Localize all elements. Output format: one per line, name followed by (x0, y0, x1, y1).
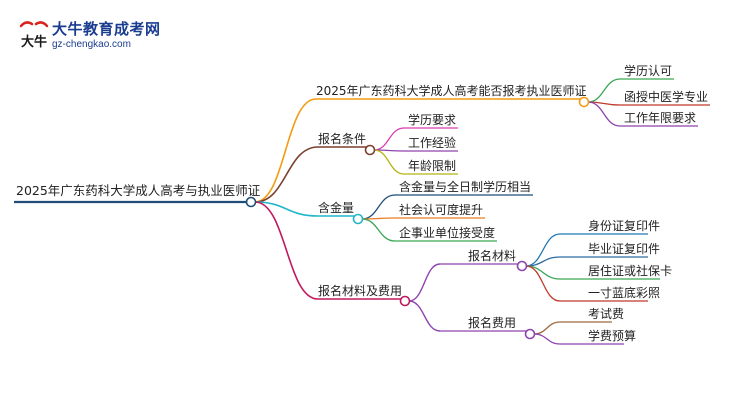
link-root-to-b1 (254, 98, 317, 203)
logo-url: gz-chengkao.com (52, 39, 131, 50)
link-b4-sub-1-leaf-0 (533, 321, 561, 335)
link-root-to-b2 (254, 146, 319, 203)
branch-label-b4[interactable]: 报名材料及费用 (318, 283, 402, 298)
bull-logo-icon: 大牛 (19, 21, 49, 50)
b4-sub-0-leaf-label-3[interactable]: 一寸蓝底彩照 (588, 285, 660, 300)
b4-sub-0-node-dot[interactable] (516, 260, 528, 272)
link-b1-leaf-0 (587, 78, 621, 103)
link-b3-leaf-2 (361, 218, 396, 242)
mindmap-links (14, 78, 710, 345)
b4-sub-0-leaf-label-0[interactable]: 身份证复印件 (588, 218, 660, 233)
b4-sub-1-node-dot[interactable] (524, 328, 536, 340)
logo-mark-text: 大牛 (21, 34, 47, 50)
b3-leaf-label-1[interactable]: 社会认可度提升 (399, 202, 483, 217)
b4-sub-label-0[interactable]: 报名材料 (468, 248, 516, 263)
b1-leaf-label-1[interactable]: 函授中医学专业 (624, 89, 708, 104)
b4-sub-1-leaf-label-0[interactable]: 考试费 (588, 306, 624, 321)
b1-leaf-label-0[interactable]: 学历认可 (624, 63, 672, 78)
link-b4-sub-1 (408, 300, 441, 332)
link-b1-leaf-2 (587, 101, 621, 127)
link-b4-sub-0-leaf-3 (525, 265, 561, 302)
b2-leaf-label-0[interactable]: 学历要求 (408, 112, 456, 127)
branch-node-dot-b4[interactable] (399, 295, 411, 307)
logo-title: 大牛教育成考网 (52, 20, 161, 38)
branch-label-b1[interactable]: 2025年广东药科大学成人高考能否报考执业医师证 (316, 83, 587, 98)
b3-leaf-label-2[interactable]: 企事业单位接受度 (399, 225, 495, 240)
mindmap-nodes: 2025年广东药科大学成人高考与执业医师证 2025年广东药科大学成人高考能否报考… (16, 63, 708, 343)
link-b4-sub-1-leaf-1 (533, 333, 561, 345)
b1-leaf-label-2[interactable]: 工作年限要求 (624, 111, 696, 125)
link-root-to-b4 (254, 201, 319, 300)
link-b2-leaf-0 (373, 127, 405, 151)
b2-leaf-label-2[interactable]: 年龄限制 (408, 159, 456, 173)
root-node-label[interactable]: 2025年广东药科大学成人高考与执业医师证 (16, 183, 261, 198)
branch-label-b3[interactable]: 含金量 (318, 200, 354, 215)
link-b4-sub-0 (408, 263, 441, 302)
branch-node-dot-b1[interactable] (578, 96, 590, 108)
site-logo[interactable]: 大牛 大牛教育成考网 gz-chengkao.com (12, 14, 162, 58)
b3-leaf-label-0[interactable]: 含金量与全日制学历相当 (399, 179, 531, 194)
branch-node-dot-b2[interactable] (364, 144, 376, 156)
b4-sub-label-1[interactable]: 报名费用 (468, 315, 516, 330)
b2-leaf-label-1[interactable]: 工作经验 (408, 135, 456, 150)
branch-node-dot-b3[interactable] (352, 213, 364, 225)
link-b2-leaf-2 (373, 149, 405, 175)
b4-sub-0-leaf-label-1[interactable]: 毕业证复印件 (588, 242, 660, 256)
root-node-dot[interactable] (245, 196, 257, 208)
b4-sub-1-leaf-label-1[interactable]: 学费预算 (588, 328, 636, 343)
link-b3-leaf-0 (361, 194, 396, 220)
branch-label-b2[interactable]: 报名条件 (318, 131, 366, 146)
b4-sub-0-leaf-label-2[interactable]: 居住证或社保卡 (588, 263, 672, 278)
link-root-to-b3 (254, 201, 319, 217)
